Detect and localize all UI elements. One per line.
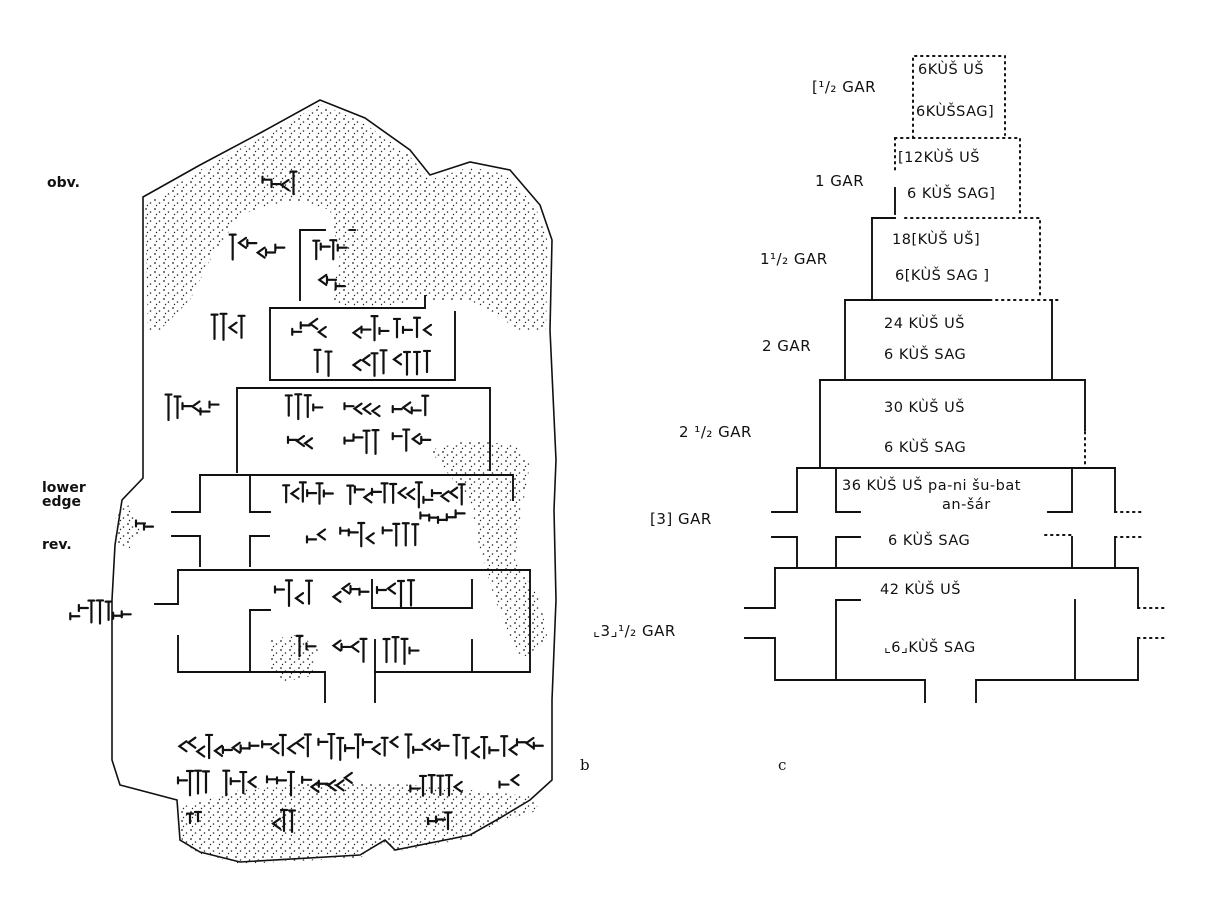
damage-left [115, 505, 140, 548]
gar-label-stage-3: 1¹/₂ GAR [760, 250, 828, 268]
cuneiform-sign-group [351, 314, 390, 342]
cuneiform-sign-group [261, 733, 312, 758]
cuneiform-sign-group [295, 634, 317, 658]
cuneiform-sign-group [177, 733, 260, 760]
stage-4-length: 24 KÙŠ UŠ [884, 316, 965, 332]
cuneiform-sign-group [222, 769, 257, 797]
cuneiform-sign-group [331, 637, 368, 663]
stage-4-width: 6 KÙŠ SAG [884, 347, 967, 363]
cuneiform-sign-group [392, 349, 432, 376]
cuneiform-sign-group [261, 170, 298, 196]
panel-letter-b: b [580, 756, 590, 774]
cuneiform-sign-group [375, 579, 416, 608]
label-lower-edge-1: lower [42, 480, 86, 496]
cuneiform-sign-group [284, 393, 324, 421]
stage-6-length: 36 KÙŠ UŠ pa-ni šu-bat [842, 478, 1021, 494]
cuneiform-sign-group [228, 233, 286, 261]
damage-right [430, 440, 548, 660]
cuneiform-sign-group [452, 733, 500, 760]
cuneiform-sign-group [134, 519, 155, 531]
damage-bottom [178, 782, 540, 864]
gar-label-stage-2: 1 GAR [815, 172, 865, 190]
gar-label-stage-1: [¹/₂ GAR [812, 78, 877, 96]
gar-label-stage-7: ⌞3⌟¹/₂ GAR [593, 622, 676, 640]
cuneiform-sign-group [176, 769, 211, 797]
label-obverse: obv. [47, 175, 80, 191]
cuneiform-sign-group [271, 808, 297, 833]
label-lower-edge-2: edge [42, 494, 82, 510]
stage-6-length-continued: an-šár [942, 497, 991, 513]
stage-1-length: 6KÙŠ UŠ [918, 62, 985, 78]
cuneiform-sign-group [346, 482, 407, 506]
stage-5-width: 6 KÙŠ SAG [884, 440, 967, 456]
cuneiform-sign-group [331, 582, 370, 603]
cuneiform-sign-group [391, 394, 430, 417]
cuneiform-sign-group [69, 599, 132, 625]
gar-label-stage-4: 2 GAR [762, 337, 812, 355]
cuneiform-sign-group [317, 732, 399, 761]
stage-5-length: 30 KÙŠ UŠ [884, 400, 965, 416]
tablet-drawing [69, 99, 557, 864]
cuneiform-sign-group [291, 317, 327, 339]
panel-letter-c: c [778, 756, 787, 774]
cuneiform-sign-group [265, 770, 296, 797]
tablet-step-lines [154, 229, 531, 703]
cuneiform-sign-group [286, 434, 314, 450]
cuneiform-sign-group [343, 402, 381, 418]
cuneiform-sign-group [391, 428, 432, 452]
cuneiform-sign-group [381, 522, 420, 547]
cuneiform-sign-group [392, 316, 433, 339]
gar-label-stage-6: [3] GAR [650, 510, 712, 528]
cuneiform-sign-group [185, 810, 203, 825]
cuneiform-sign-group [313, 348, 333, 377]
stage-1-width: 6KÙŠSAG] [916, 104, 995, 120]
cuneiform-sign-group [273, 579, 314, 607]
cuneiform-sign-group [351, 349, 388, 377]
gar-label-stage-5: 2 ¹/₂ GAR [679, 423, 752, 441]
cuneiform-sign-group [282, 481, 334, 505]
stage-6-width: 6 KÙŠ SAG [888, 533, 971, 549]
stage-2-length: [12KÙŠ UŠ [898, 150, 980, 166]
damage-top [145, 104, 548, 330]
cuneiform-signs [69, 170, 544, 833]
plan-step-lines [744, 55, 1166, 703]
cuneiform-sign-group [500, 735, 544, 758]
stage-2-width: 6 KÙŠ SAG] [907, 186, 996, 202]
cuneiform-sign-group [419, 509, 466, 524]
stage-7-length: 42 KÙŠ UŠ [880, 582, 961, 598]
stage-7-width: ⌞6⌟KÙŠ SAG [884, 640, 976, 656]
cuneiform-sign-group [409, 774, 463, 797]
cuneiform-sign-group [305, 528, 327, 544]
cuneiform-sign-group [498, 773, 520, 789]
tablet-outline [111, 99, 557, 863]
cuneiform-sign-group [404, 733, 450, 759]
cuneiform-sign-group [301, 771, 353, 793]
cuneiform-sign-group [339, 521, 375, 548]
cuneiform-sign-group [382, 636, 420, 665]
cuneiform-sign-group [210, 312, 246, 341]
stage-3-length: 18[KÙŠ UŠ] [892, 232, 981, 248]
cuneiform-sign-group [405, 481, 466, 509]
cuneiform-sign-group [426, 811, 453, 831]
cuneiform-sign-group [317, 273, 346, 291]
label-reverse: rev. [42, 537, 72, 553]
stage-3-width: 6[KÙŠ SAG ] [895, 268, 990, 284]
cuneiform-sign-group [343, 429, 380, 455]
cuneiform-sign-group [312, 239, 348, 261]
cuneiform-sign-group [164, 393, 220, 422]
